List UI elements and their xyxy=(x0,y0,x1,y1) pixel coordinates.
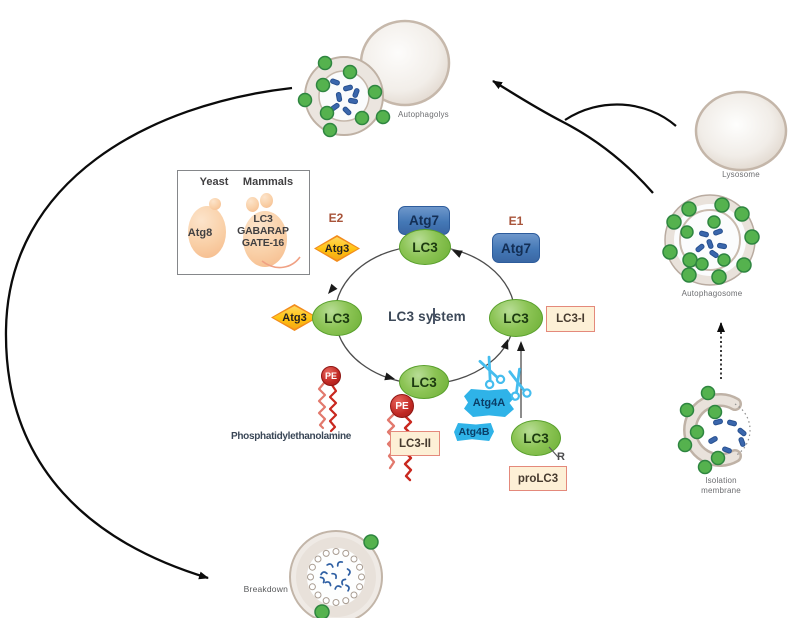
membrane-scallop-icons xyxy=(307,548,365,606)
atg4a-badge: Atg4A xyxy=(464,389,514,417)
yeast-heading: Yeast xyxy=(199,176,229,188)
mammal-protein-gabarap: GABARAP xyxy=(237,225,289,237)
isolation-membrane-label-line1: Isolation xyxy=(705,476,737,485)
atg3-label: Atg3 xyxy=(324,242,350,255)
mammals-heading: Mammals xyxy=(242,176,294,188)
yeast-mammals-inset: Yeast Mammals Atg8 LC3 GABARAP GATE-16 xyxy=(177,170,310,275)
yeast-protein-label: Atg8 xyxy=(187,227,213,239)
e1-label: E1 xyxy=(508,214,524,228)
pe-label: PE xyxy=(395,400,409,412)
mouse-ear-left xyxy=(246,197,259,212)
atg4a-label: Atg4A xyxy=(472,397,506,409)
lysosome-label: Lysosome xyxy=(722,170,760,179)
degraded-cargo-icons xyxy=(319,561,351,592)
lc3-ii-tag-label: LC3-II xyxy=(399,437,431,450)
arrow-lysosome-fusion xyxy=(564,103,677,127)
prolc3-tag-label: proLC3 xyxy=(517,472,559,485)
cargo-rod-icons xyxy=(708,418,747,454)
lc3-node-left: LC3 xyxy=(312,300,362,336)
atg3-label: Atg3 xyxy=(282,311,307,324)
breakdown-label: Breakdown xyxy=(243,584,288,594)
atg7-badge-e1: Atg7 xyxy=(492,233,540,263)
lc3-dot-icons xyxy=(314,534,379,618)
lc3-dot-icons xyxy=(297,55,391,138)
e2-label: E2 xyxy=(328,211,344,225)
pe-full-name: Phosphatidylethanolamine xyxy=(230,431,352,442)
atg4b-badge: Atg4B xyxy=(454,423,494,441)
lc3-node-top: LC3 xyxy=(399,229,451,265)
isolation-membrane-label-line2: membrane xyxy=(701,486,741,495)
autophagolysosome-label: Autophagolys xyxy=(398,110,449,119)
autophagosome-graphic xyxy=(662,194,760,286)
lc3-ii-tag: LC3-II xyxy=(390,431,440,456)
lc3-label: LC3 xyxy=(503,310,529,326)
mammal-protein-lc3: LC3 xyxy=(253,213,273,225)
yeast-bud-graphic xyxy=(209,198,221,210)
breakdown-graphic xyxy=(289,530,383,618)
atg7-label: Atg7 xyxy=(409,213,439,228)
lc3-system-panel: Yeast Mammals Atg8 LC3 GABARAP GATE-16 E… xyxy=(172,147,608,509)
lc3-system-title: LC3 system xyxy=(388,309,466,324)
pe-label: PE xyxy=(324,371,337,381)
scissors-icon xyxy=(478,355,506,390)
atg3-diamond-upper: Atg3 xyxy=(314,235,360,262)
atg3-diamond-left: Atg3 xyxy=(271,304,318,331)
lc3-node-bottom: LC3 xyxy=(399,365,449,399)
lc3-i-tag: LC3-I xyxy=(546,306,595,332)
lc3-dot-icons xyxy=(662,197,760,285)
mammal-protein-gate16: GATE-16 xyxy=(241,237,285,249)
pe-circle-conjugated: PE xyxy=(390,394,414,418)
cargo-rod-icons xyxy=(330,78,360,116)
pe-circle-free: PE xyxy=(321,366,341,386)
lc3-label: LC3 xyxy=(412,239,438,255)
lysosome-graphic xyxy=(694,90,788,172)
lc3-node-right: LC3 xyxy=(489,299,543,337)
lc3-dot-icons xyxy=(677,385,726,475)
atg4b-label: Atg4B xyxy=(458,426,490,438)
prolc3-tag: proLC3 xyxy=(509,466,567,491)
text-cursor-artifact xyxy=(433,308,435,324)
autophagosome-label: Autophagosome xyxy=(681,289,743,298)
mouse-ear-right xyxy=(260,193,273,208)
lc3-label: LC3 xyxy=(523,430,549,446)
atg7-label: Atg7 xyxy=(501,240,531,256)
lc3-i-tag-label: LC3-I xyxy=(556,313,585,325)
lc3-label: LC3 xyxy=(411,374,437,390)
lc3-label: LC3 xyxy=(324,310,350,326)
cargo-rod-icons xyxy=(695,228,727,259)
r-residue-label: R xyxy=(557,451,565,463)
